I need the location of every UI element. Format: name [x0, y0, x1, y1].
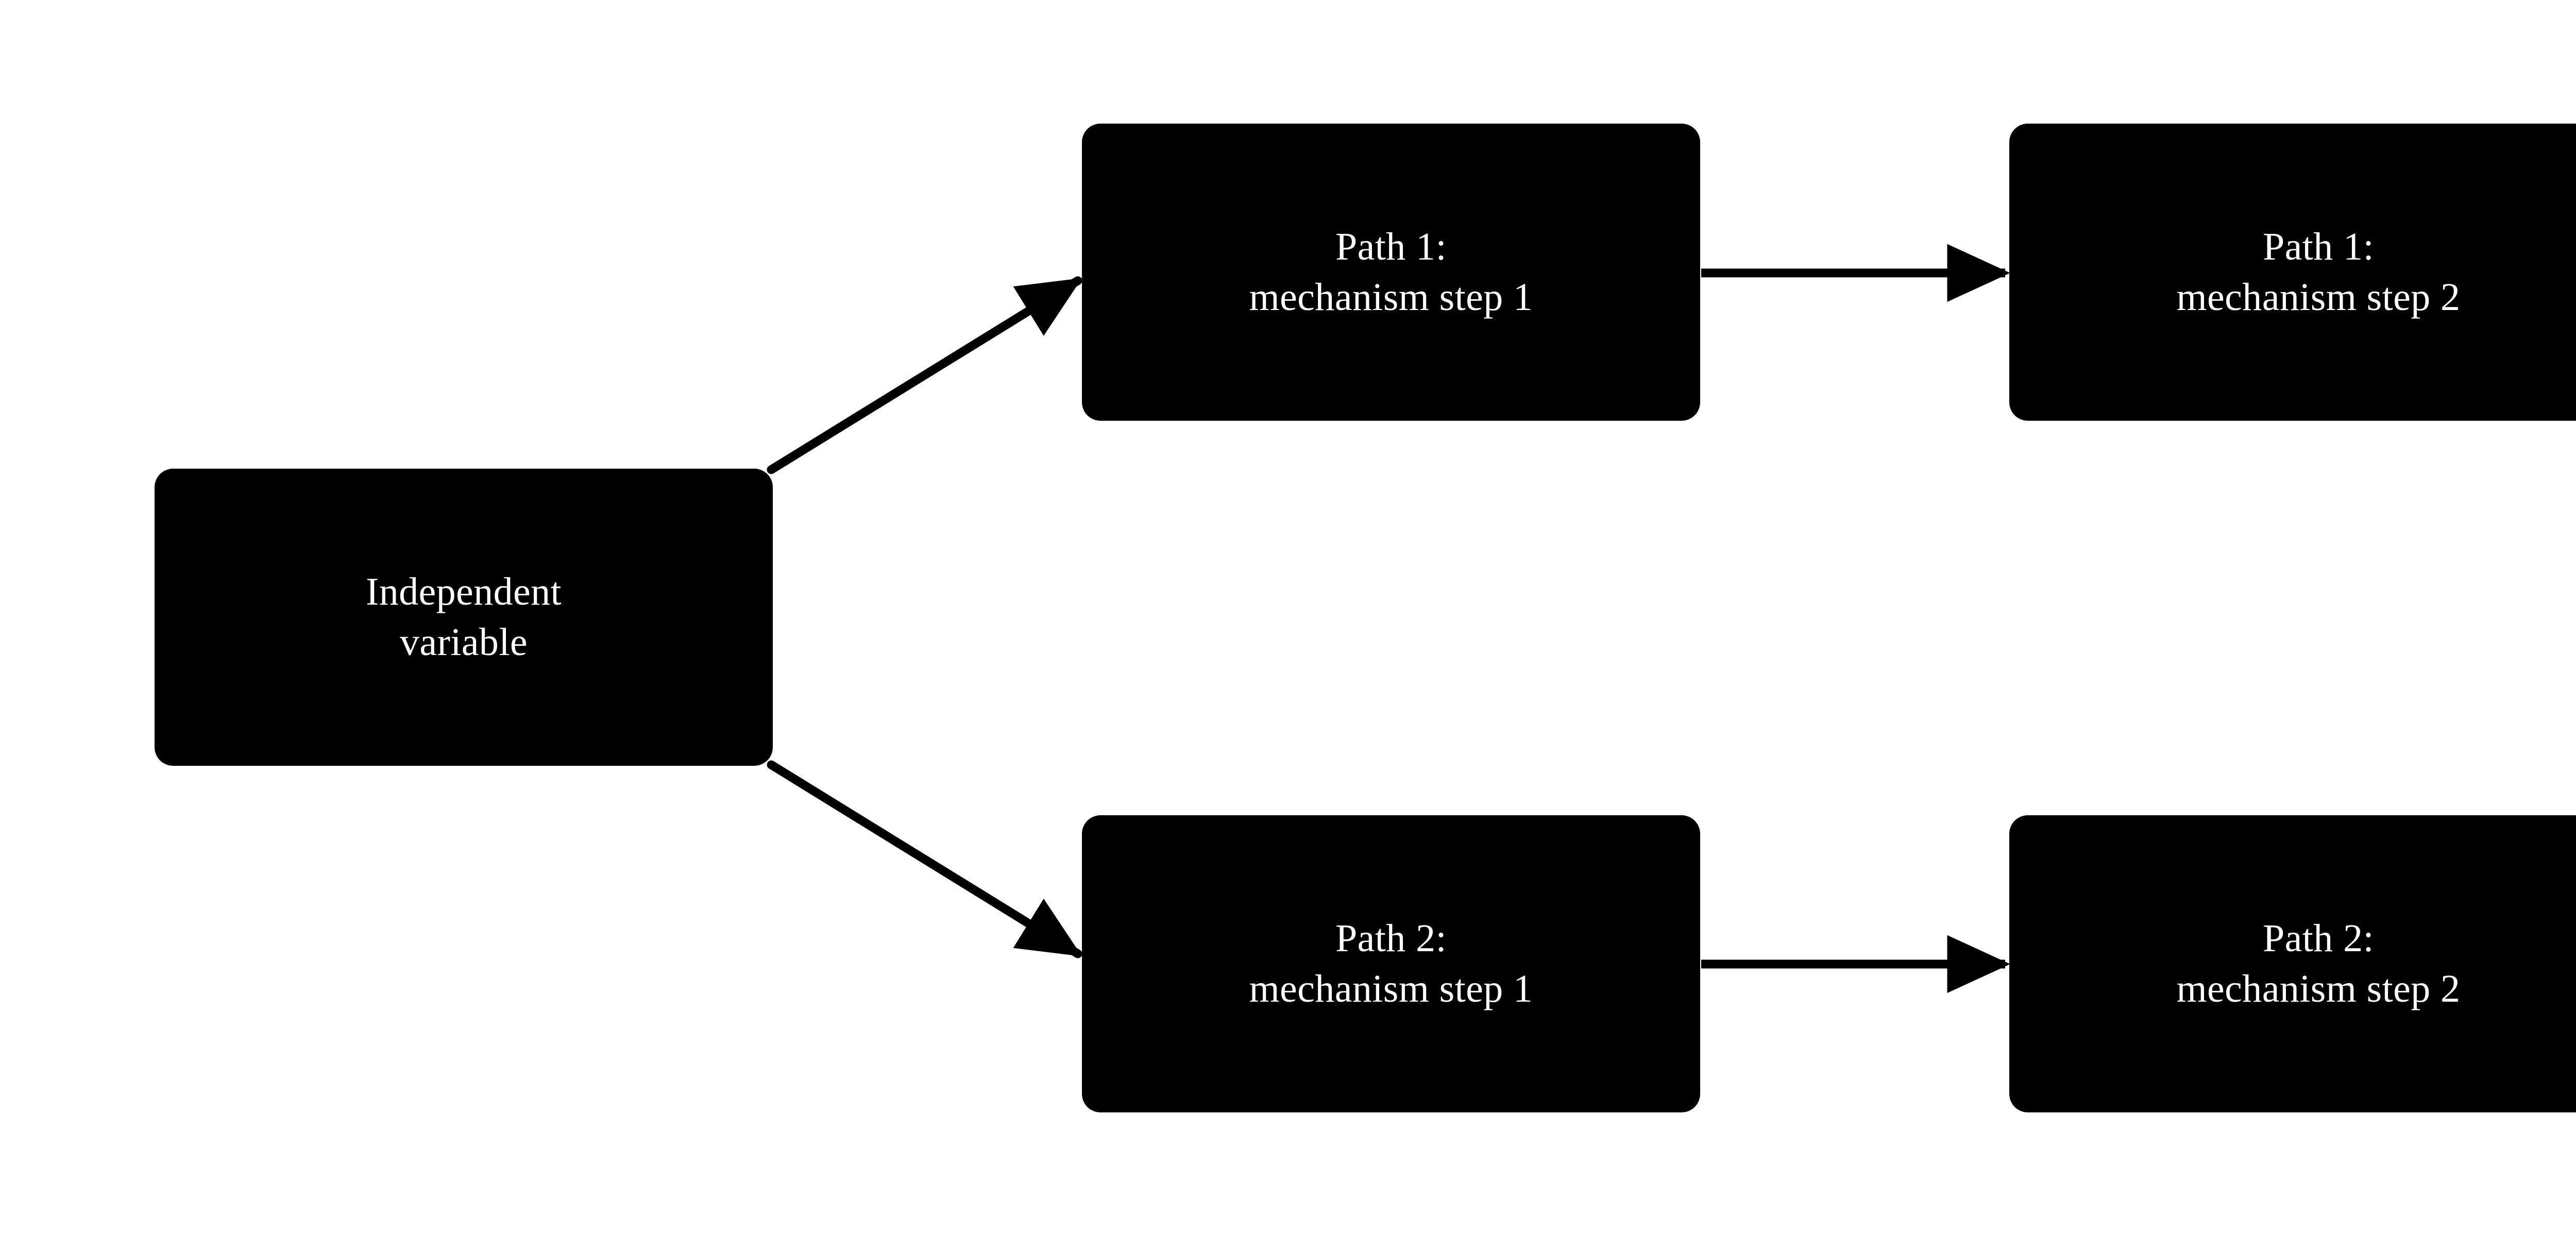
node-path1-step1-label: Path 1: mechanism step 1: [1249, 225, 1533, 319]
node-independent-variable-label: Independent variable: [365, 570, 562, 664]
edge-iv-to-path2-step1: [767, 760, 1082, 958]
node-path2-step2[interactable]: Path 2: mechanism step 2: [2009, 815, 2576, 1112]
node-path1-step1[interactable]: Path 1: mechanism step 1: [1082, 124, 1700, 421]
node-path2-step2-label: Path 2: mechanism step 2: [2176, 917, 2461, 1010]
node-path1-step2[interactable]: Path 1: mechanism step 2: [2009, 124, 2576, 421]
node-path1-step2-label: Path 1: mechanism step 2: [2176, 225, 2461, 319]
edge-iv-to-path1-step1: [767, 276, 1082, 474]
node-independent-variable[interactable]: Independent variable: [155, 469, 773, 766]
node-path2-step1[interactable]: Path 2: mechanism step 1: [1082, 815, 1700, 1112]
node-path2-step1-label: Path 2: mechanism step 1: [1249, 917, 1533, 1010]
